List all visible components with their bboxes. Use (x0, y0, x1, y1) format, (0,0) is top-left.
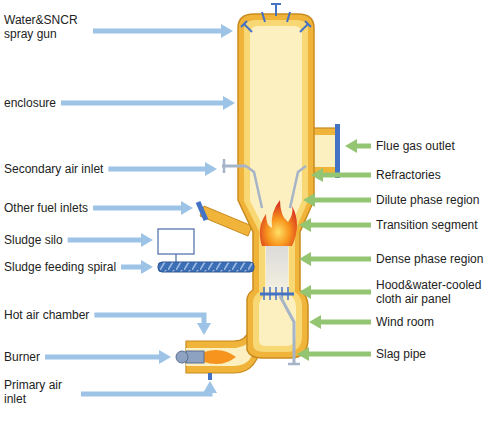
primary-air-flange (208, 373, 212, 380)
leader-arrow (318, 173, 371, 178)
secondary-air-nozzle (246, 166, 262, 208)
sludge-silo (158, 229, 194, 254)
spray-guns (241, 4, 311, 32)
part-label: Hood&water-cooled cloth air panel (376, 278, 496, 306)
leader-arrow (316, 320, 371, 325)
leader-arrow (121, 265, 146, 270)
hot-air-duct-inner (186, 335, 256, 366)
slag-pipe (280, 296, 294, 364)
part-label: Water&SNCR spray gun (4, 13, 88, 41)
leader-arrow (306, 290, 371, 295)
leader-arrow (68, 238, 146, 243)
air-panel (260, 293, 294, 296)
hood-nozzles (264, 287, 288, 300)
silo-chute (175, 254, 176, 262)
outlet-flange (335, 124, 340, 178)
part-label: Wind room (376, 315, 434, 329)
burner-body (186, 351, 204, 363)
leader-arrow (45, 355, 164, 360)
enclosure-shell (238, 14, 314, 358)
leader-arrow (306, 223, 371, 228)
part-label: Transition segment (376, 218, 478, 232)
part-label: Dense phase region (376, 252, 483, 266)
part-label: Dilute phase region (376, 193, 479, 207)
secondary-air-pipe (222, 165, 246, 168)
leader-arrow (306, 257, 371, 262)
part-label: Burner (4, 350, 40, 364)
part-label: enclosure (4, 96, 56, 110)
part-label: Slag pipe (376, 347, 426, 361)
secondary-air-valve (223, 159, 226, 173)
leader-arrow (94, 315, 204, 328)
feeding-spiral (158, 262, 254, 272)
slag-valve (288, 363, 300, 366)
leader-arrow (304, 352, 371, 357)
part-label: Flue gas outlet (376, 139, 455, 153)
refractory-lining (244, 20, 308, 352)
part-label: Other fuel inlets (4, 201, 88, 215)
leader-arrow (61, 101, 228, 106)
burner-flame (204, 350, 236, 364)
part-label: Hot air chamber (4, 308, 89, 322)
part-label: Sludge feeding spiral (4, 260, 116, 274)
part-label: Secondary air inlet (4, 162, 103, 176)
part-label: Primary air inlet (4, 378, 76, 406)
part-label: Refractories (376, 168, 441, 182)
fuel-flange (198, 202, 206, 220)
leader-arrow (93, 206, 186, 211)
leader-arrow (108, 167, 210, 172)
part-label: Sludge silo (4, 233, 63, 247)
leader-arrow (81, 388, 210, 394)
burner-cap (176, 351, 188, 363)
leader-arrow (352, 144, 371, 149)
dense-bed (266, 240, 288, 290)
leader-arrow (310, 198, 371, 203)
secondary-air-nozzle (290, 166, 306, 208)
leader-arrow (93, 29, 226, 34)
